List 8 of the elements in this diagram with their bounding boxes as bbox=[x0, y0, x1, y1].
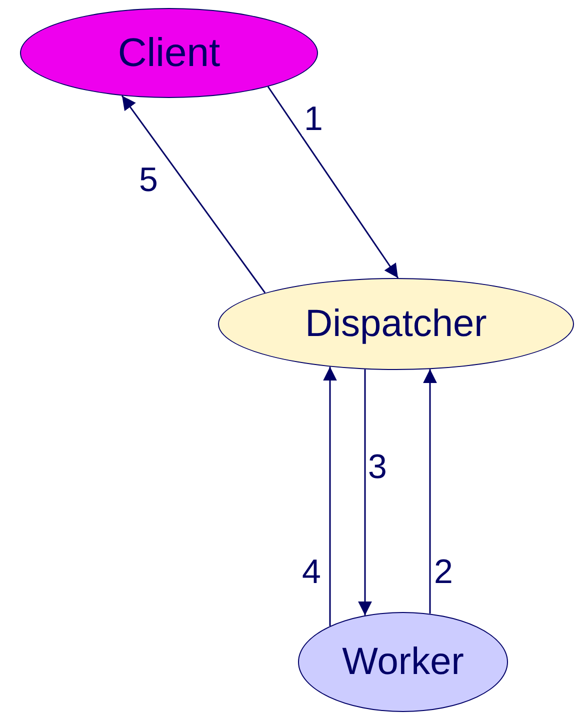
arrow bbox=[323, 366, 337, 626]
node-label: Worker bbox=[342, 643, 464, 681]
arrow bbox=[121, 95, 266, 294]
arrow bbox=[423, 369, 437, 614]
node-label: Client bbox=[118, 33, 220, 73]
arrow bbox=[267, 86, 399, 278]
node-label: Dispatcher bbox=[305, 305, 487, 343]
arrow bbox=[358, 369, 372, 616]
